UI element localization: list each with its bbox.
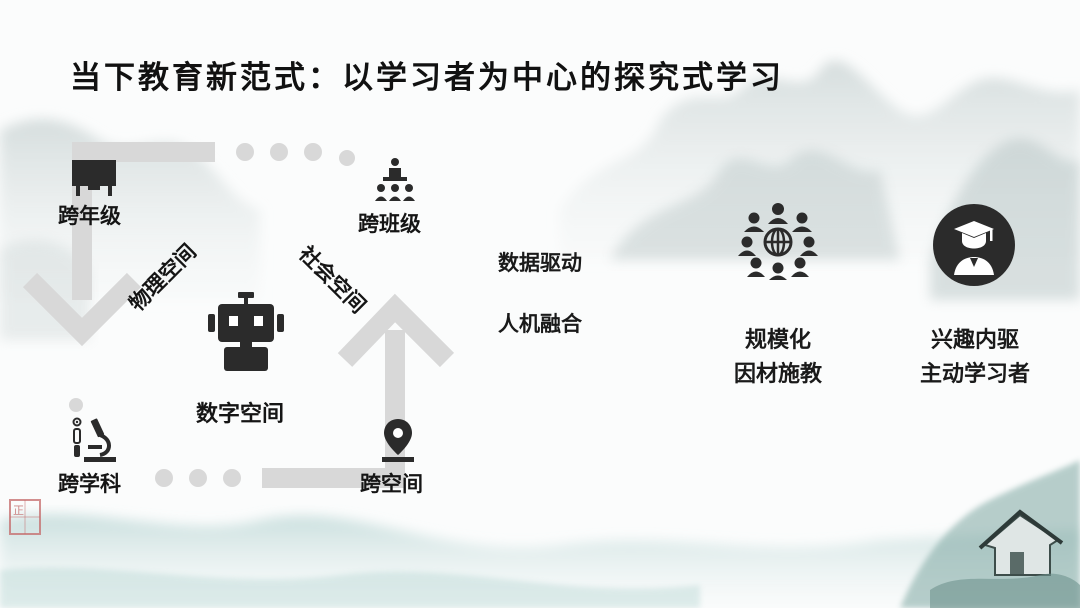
- robot-icon: [208, 292, 284, 371]
- dot-bottom-1: [155, 469, 173, 487]
- label-digital-space: 数字空间: [196, 402, 285, 427]
- label-cross-grade: 跨年级: [58, 204, 121, 228]
- driver-human-machine: 人机融合: [498, 312, 582, 336]
- outcome-scale-line2: 因材施教: [733, 362, 822, 387]
- svg-text:正: 正: [13, 504, 24, 517]
- label-cross-space: 跨空间: [360, 472, 423, 496]
- dot-top-1: [236, 143, 254, 161]
- arrowhead-up: [337, 293, 455, 368]
- microscope-icon: [72, 417, 116, 462]
- driver-data-driven: 数据驱动: [498, 251, 582, 275]
- arrow-bottom-right: [262, 330, 405, 488]
- location-pin-icon: [382, 419, 414, 462]
- graduate-student-icon: [933, 204, 1015, 286]
- dot-bottom-2: [189, 469, 207, 487]
- outcome-scale: 规模化 因材施教: [722, 324, 834, 392]
- global-network-people-icon: [738, 203, 818, 280]
- seal-stamp: 正: [9, 499, 41, 535]
- label-cross-discipline: 跨学科: [58, 472, 121, 496]
- dot-bottom-3: [223, 469, 241, 487]
- arrow-top-left: [72, 142, 215, 300]
- dot-top-3: [304, 143, 322, 161]
- arrowhead-down: [22, 272, 142, 347]
- dot-top-4: [339, 150, 355, 166]
- outcome-interest-line1: 兴趣内驱: [930, 328, 1019, 353]
- lecturer-audience-icon: [375, 158, 415, 201]
- blackboard-icon: [72, 160, 116, 196]
- slide-title: 当下教育新范式：以学习者为中心的探究式学习: [70, 60, 784, 96]
- outcome-interest: 兴趣内驱 主动学习者: [905, 324, 1045, 392]
- dot-top-2: [270, 143, 288, 161]
- outcome-interest-line2: 主动学习者: [919, 362, 1030, 387]
- outcome-scale-line1: 规模化: [744, 328, 811, 353]
- label-cross-class: 跨班级: [358, 212, 421, 236]
- dot-left-1: [69, 398, 83, 412]
